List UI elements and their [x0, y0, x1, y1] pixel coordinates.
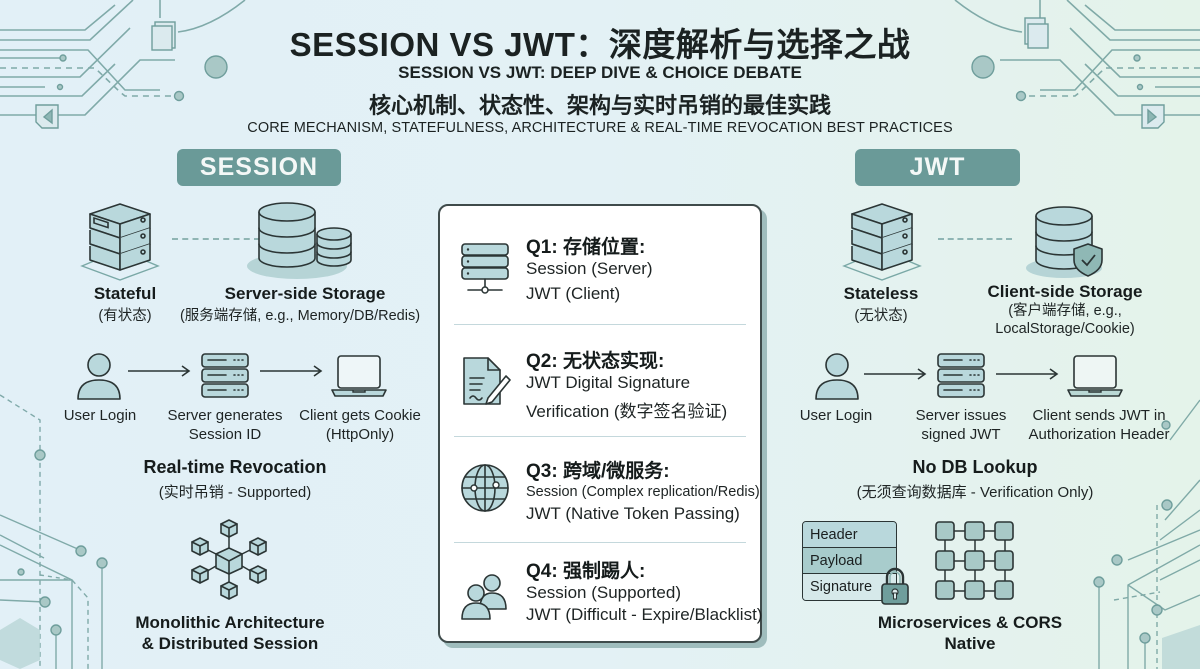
flow-step-label: User Login	[63, 407, 137, 424]
qa-answer: Session (Server)	[526, 259, 653, 278]
architecture-label: Monolithic Architecture & Distributed Se…	[135, 613, 325, 653]
architecture-label: Microservices & CORS Native	[877, 613, 1063, 653]
no-db-lookup-sub: (无须查询数据库 - Verification Only)	[856, 484, 1094, 501]
jwt-token-structure: Header Payload Signature	[802, 521, 897, 601]
client-storage-sub: (客户端存储, e.g., LocalStorage/Cookie)	[995, 303, 1135, 337]
stateless-sub: (无状态)	[854, 308, 908, 324]
server-network-icon	[461, 243, 509, 294]
globe-icon	[461, 464, 509, 512]
qa-answer: JWT (Difficult - Expire/Blacklist)	[526, 605, 763, 624]
laptop-icon	[1067, 355, 1123, 397]
qa-divider	[454, 542, 746, 543]
token-part-header: Header	[803, 522, 896, 548]
dashed-connector	[172, 238, 260, 240]
shield-database-icon	[1026, 206, 1103, 278]
database-icon	[247, 202, 352, 279]
tagline: CORE MECHANISM, STATEFULNESS, ARCHITECTU…	[247, 120, 953, 136]
server-icon	[937, 353, 985, 398]
flow-step-label: Client gets Cookie (HttpOnly)	[299, 407, 421, 443]
stateful-sub: (有状态)	[98, 308, 152, 324]
qa-question: Q3: 跨域/微服务:	[526, 461, 670, 482]
flow-step-label: Client sends JWT in Authorization Header	[1028, 407, 1170, 443]
qa-answer: Session (Complex replication/Redis)	[526, 484, 760, 500]
users-icon	[461, 574, 507, 620]
arrow-icon	[128, 365, 191, 377]
flow-step-label: User Login	[799, 407, 873, 424]
grid-network-icon	[935, 521, 1014, 600]
qa-answer: Session (Supported)	[526, 583, 681, 602]
page-title: SESSION VS JWT：深度解析与选择之战	[289, 26, 911, 63]
server-stack-icon	[842, 203, 922, 281]
token-part-payload: Payload	[803, 548, 896, 574]
qa-answer: JWT (Native Token Passing)	[526, 504, 740, 523]
qa-divider	[454, 436, 746, 437]
stateless-label: Stateless	[843, 284, 919, 303]
document-sign-icon	[463, 357, 511, 405]
jwt-section-label: JWT	[855, 149, 1020, 186]
flow-step-label: Server issues signed JWT	[915, 407, 1007, 443]
session-section-label: SESSION	[177, 149, 341, 186]
laptop-icon	[331, 355, 387, 397]
subtitle-chinese: 核心机制、状态性、架构与实时吊销的最佳实践	[368, 93, 831, 118]
qa-answer: JWT Digital Signature	[526, 373, 691, 392]
qa-question: Q2: 无状态实现:	[526, 351, 665, 372]
padlock-icon	[881, 567, 909, 605]
no-db-lookup-title: No DB Lookup	[912, 457, 1038, 477]
qa-divider	[454, 324, 746, 325]
qa-answer: Verification (数字签名验证)	[526, 402, 728, 421]
server-stack-icon	[80, 203, 160, 281]
token-part-signature: Signature	[803, 574, 896, 600]
flow-step-label: Server generates Session ID	[167, 407, 283, 443]
subtitle-english: SESSION VS JWT: DEEP DIVE & CHOICE DEBAT…	[398, 63, 802, 82]
user-icon	[77, 353, 121, 400]
qa-question: Q1: 存储位置:	[526, 237, 646, 258]
qa-answer: JWT (Client)	[526, 284, 621, 303]
dashed-connector	[938, 238, 1012, 240]
server-icon	[201, 353, 249, 398]
cube-network-icon	[191, 519, 267, 600]
qa-card: Q1: 存储位置: Session (Server) JWT (Client) …	[438, 204, 762, 643]
qa-question: Q4: 强制踢人:	[526, 561, 646, 582]
arrow-icon	[996, 368, 1059, 380]
server-storage-label: Server-side Storage	[224, 284, 386, 303]
revocation-title: Real-time Revocation	[143, 457, 327, 477]
arrow-icon	[864, 368, 927, 380]
arrow-icon	[260, 365, 323, 377]
client-storage-label: Client-side Storage	[987, 282, 1143, 301]
server-storage-sub: (服务端存储, e.g., Memory/DB/Redis)	[179, 308, 421, 324]
user-icon	[815, 353, 859, 400]
revocation-sub: (实时吊销 - Supported)	[158, 484, 312, 501]
stateful-label: Stateful	[93, 284, 157, 303]
